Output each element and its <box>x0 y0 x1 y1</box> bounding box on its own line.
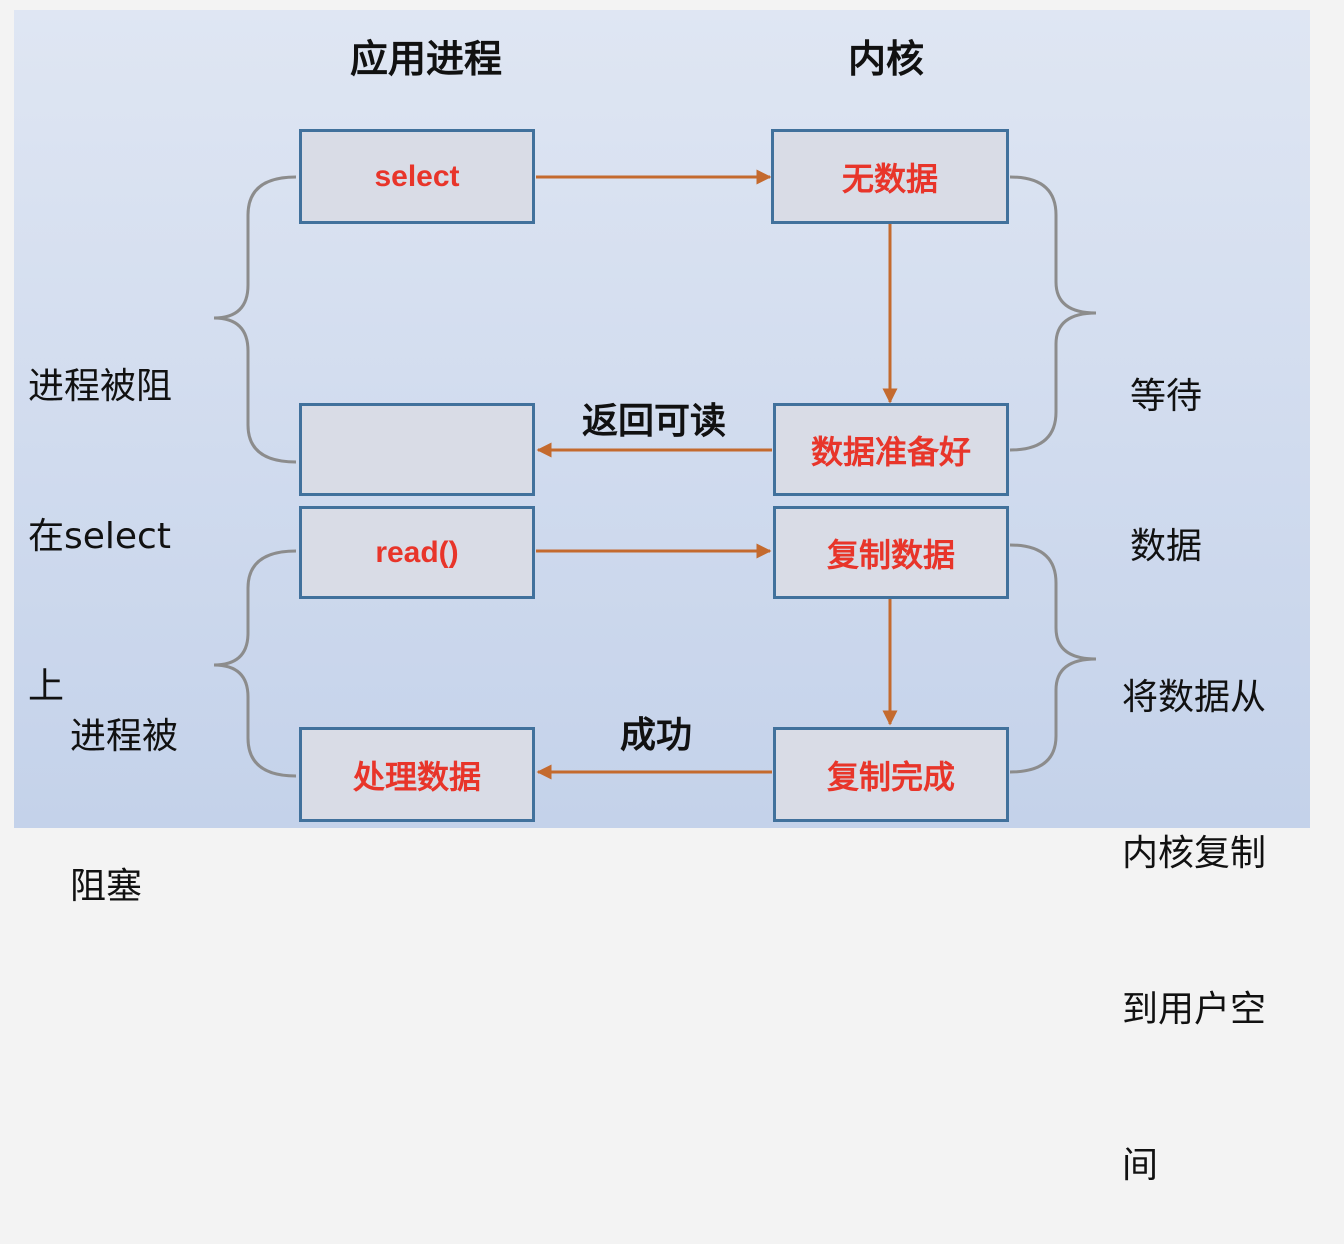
side-line: 等待 <box>1130 376 1203 417</box>
label-return-readable: 返回可读 <box>581 401 727 442</box>
side-label-blocked-select: 进程被阻 在select 上 <box>28 262 172 762</box>
box-select: select <box>299 129 535 224</box>
left-brace-blocked-select <box>213 175 297 464</box>
box-data-ready: 数据准备好 <box>773 403 1009 496</box>
box-read: read() <box>299 506 535 599</box>
right-brace-copy-data <box>1009 543 1097 774</box>
side-label-wait-data: 等待 数据 <box>1130 272 1202 622</box>
header-app-process: 应用进程 <box>349 37 503 81</box>
header-kernel: 内核 <box>847 37 925 81</box>
side-line: 进程被阻 <box>28 366 173 407</box>
side-line: 在select <box>28 516 171 557</box>
box-process-data: 处理数据 <box>299 727 535 822</box>
left-brace-blocked <box>213 549 297 778</box>
side-line: 将数据从 <box>1122 677 1267 718</box>
right-brace-wait-data <box>1009 175 1097 452</box>
label-success: 成功 <box>619 715 693 756</box>
side-line: 间 <box>1122 1145 1159 1186</box>
side-line: 阻塞 <box>70 866 143 907</box>
side-label-blocked: 进程被 阻塞 <box>70 612 178 962</box>
side-line: 到用户空 <box>1122 989 1267 1030</box>
side-line: 数据 <box>1130 526 1203 567</box>
diagram-canvas <box>14 10 1310 828</box>
connector-layer <box>213 169 1097 780</box>
side-line: 进程被 <box>70 716 179 757</box>
box-copy-data: 复制数据 <box>773 506 1009 599</box>
side-line: 内核复制 <box>1122 833 1267 874</box>
box-no-data: 无数据 <box>771 129 1009 224</box>
box-select-return <box>299 403 535 496</box>
side-label-copy-kernel-user: 将数据从 内核复制 到用户空 间 <box>1122 568 1266 1244</box>
box-copy-done: 复制完成 <box>773 727 1009 822</box>
side-line: 上 <box>28 666 65 707</box>
